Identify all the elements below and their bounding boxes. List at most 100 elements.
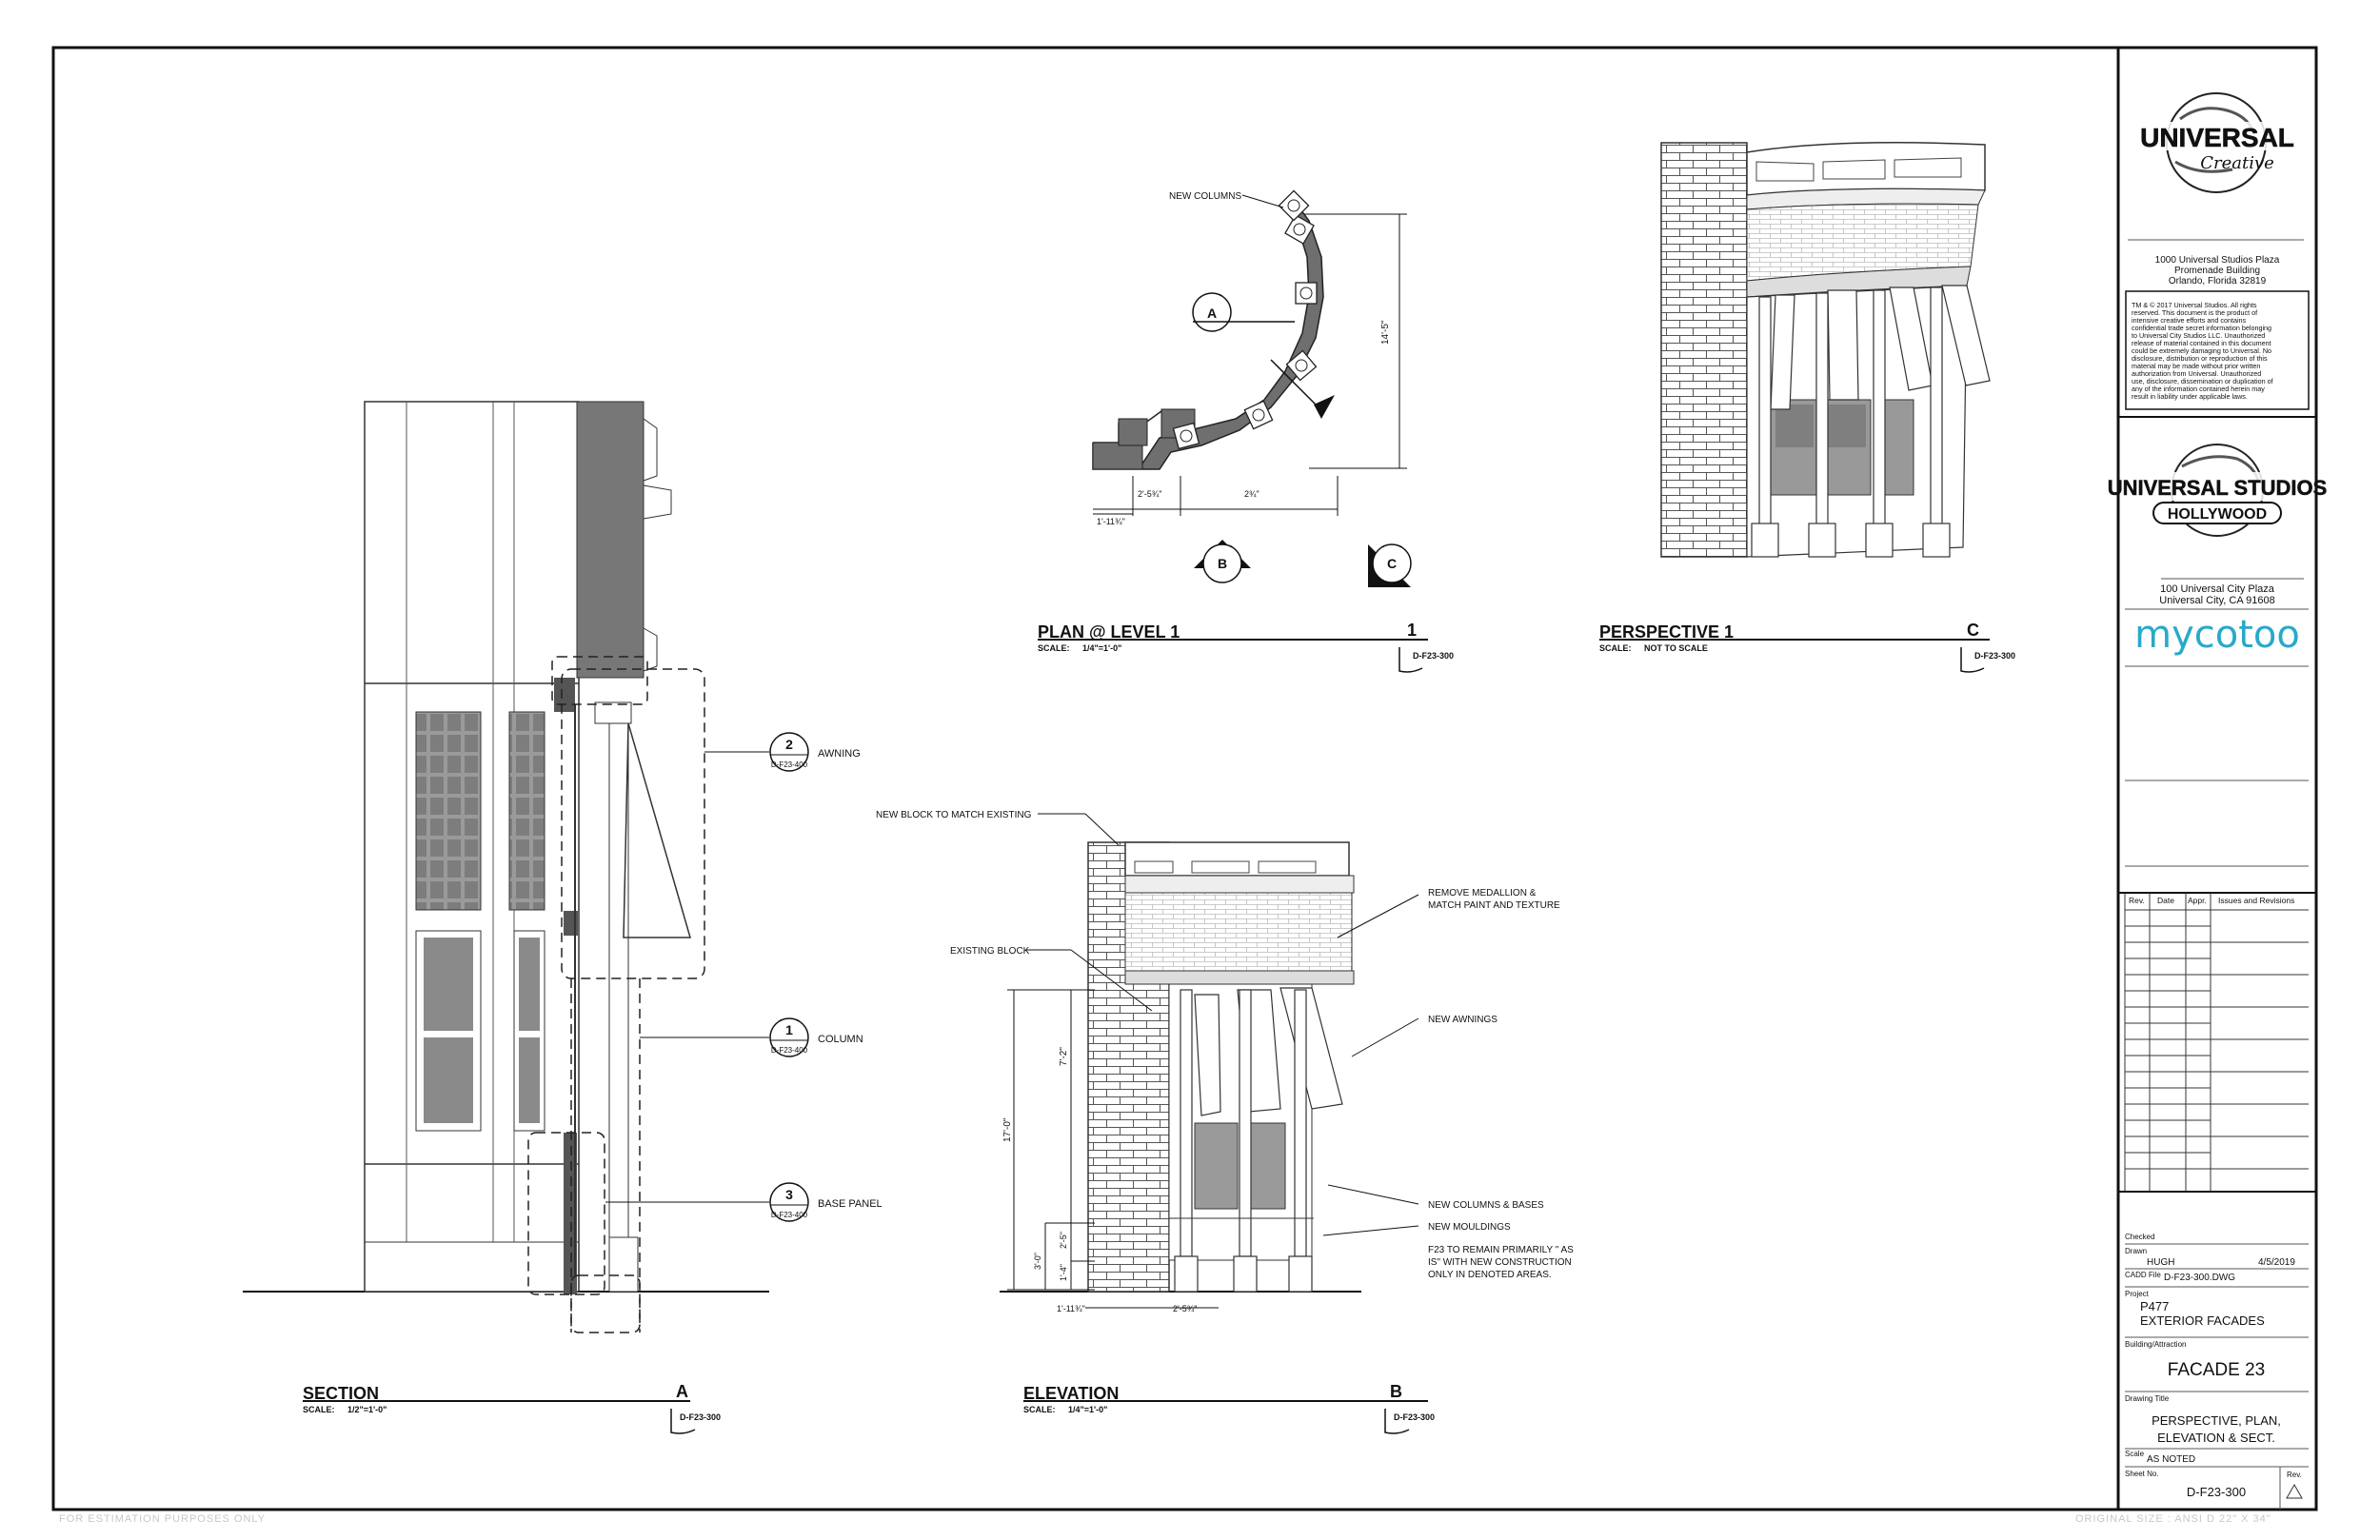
svg-text:3'-0": 3'-0" [1033, 1253, 1042, 1270]
svg-text:any of the information contain: any of the information contained herein … [2132, 385, 2265, 393]
svg-text:D-F23-300: D-F23-300 [1413, 651, 1454, 661]
svg-text:2'-5¾": 2'-5¾" [1173, 1304, 1197, 1313]
svg-text:Checked: Checked [2125, 1233, 2155, 1241]
perspective-title: PERSPECTIVE 1 SCALE: NOT TO SCALE C D-F2… [1599, 621, 2015, 673]
svg-text:Date: Date [2157, 896, 2174, 905]
svg-text:Appr.: Appr. [2188, 896, 2207, 905]
svg-text:Promenade Building: Promenade Building [2174, 266, 2260, 276]
svg-text:NOT TO SCALE: NOT TO SCALE [1644, 643, 1708, 653]
svg-text:PERSPECTIVE, PLAN,: PERSPECTIVE, PLAN, [2152, 1413, 2281, 1428]
revision-table: Rev. Date Appr. Issues and Revisions [2118, 892, 2316, 1193]
callout-awning: 2 D-F23-400 AWNING [769, 732, 861, 772]
plan-title: PLAN @ LEVEL 1 SCALE: 1/4"=1'-0" 1 D-F23… [1038, 621, 1454, 673]
svg-text:4/5/2019: 4/5/2019 [2258, 1257, 2295, 1268]
svg-text:ONLY IN DENOTED AREAS.: ONLY IN DENOTED AREAS. [1428, 1270, 1552, 1280]
svg-text:SCALE:: SCALE: [1038, 643, 1070, 653]
svg-text:Rev.: Rev. [2287, 1471, 2302, 1479]
svg-text:PERSPECTIVE 1: PERSPECTIVE 1 [1599, 622, 1734, 642]
svg-text:CADD File: CADD File [2125, 1271, 2161, 1279]
svg-text:PLAN @ LEVEL 1: PLAN @ LEVEL 1 [1038, 622, 1180, 642]
legal-notice: TM & © 2017 Universal Studios. All right… [2132, 301, 2273, 401]
svg-text:Issues and Revisions: Issues and Revisions [2218, 896, 2294, 905]
svg-text:1/4"=1'-0": 1/4"=1'-0" [1068, 1405, 1107, 1414]
svg-text:NEW AWNINGS: NEW AWNINGS [1428, 1015, 1497, 1025]
svg-text:F23 TO REMAIN PRIMARILY " AS: F23 TO REMAIN PRIMARILY " AS [1428, 1245, 1574, 1255]
svg-text:Project: Project [2125, 1290, 2150, 1298]
callout-column: 1 D-F23-400 COLUMN [769, 1017, 863, 1057]
svg-text:result in liability under appl: result in liability under applicable law… [2132, 392, 2248, 401]
plan-view: A NEW COLUMNS 14'-5" 2'-5¾" 2¾" 1'-11¾" … [1092, 189, 1412, 587]
svg-text:A: A [1207, 306, 1217, 321]
svg-text:UNIVERSAL STUDIOS: UNIVERSAL STUDIOS [2108, 476, 2328, 500]
svg-text:14'-5": 14'-5" [1380, 320, 1391, 345]
elevation-notes: NEW BLOCK TO MATCH EXISTING EXISTING BLO… [876, 810, 1574, 1280]
svg-text:D-F23-300: D-F23-300 [2187, 1485, 2246, 1499]
svg-text:release of material contained: release of material contained in this do… [2132, 339, 2271, 347]
section-title: SECTION SCALE: 1/2"=1'-0" A D-F23-300 [303, 1382, 721, 1434]
svg-text:EXTERIOR FACADES: EXTERIOR FACADES [2140, 1313, 2265, 1328]
svg-text:D-F23-400: D-F23-400 [771, 1211, 808, 1219]
svg-text:TM & © 2017 Universal Studios.: TM & © 2017 Universal Studios. All right… [2132, 301, 2257, 309]
svg-text:UNIVERSAL: UNIVERSAL [2140, 123, 2294, 152]
svg-text:ELEVATION: ELEVATION [1023, 1384, 1119, 1403]
svg-text:C: C [1967, 621, 1979, 640]
elevation-title: ELEVATION SCALE: 1/4"=1'-0" B D-F23-300 [1023, 1382, 1435, 1434]
svg-text:SCALE:: SCALE: [1023, 1405, 1056, 1414]
svg-text:SECTION: SECTION [303, 1384, 379, 1403]
svg-text:FACADE 23: FACADE 23 [2168, 1360, 2265, 1380]
svg-text:D-F23-300.DWG: D-F23-300.DWG [2164, 1273, 2235, 1283]
svg-text:D-F23-300: D-F23-300 [1394, 1412, 1435, 1422]
title-block: UNIVERSAL Creative 1000 Universal Studio… [2107, 92, 2328, 1510]
svg-text:7'-2": 7'-2" [1059, 1047, 1069, 1066]
svg-text:1: 1 [1407, 621, 1417, 640]
svg-text:HOLLYWOOD: HOLLYWOOD [2168, 506, 2267, 523]
sheet-border [51, 46, 2318, 1511]
svg-text:AS NOTED: AS NOTED [2147, 1454, 2195, 1465]
svg-text:confidential trade secret info: confidential trade secret information be… [2132, 324, 2271, 332]
svg-text:EXISTING BLOCK: EXISTING BLOCK [950, 946, 1030, 957]
svg-text:P477: P477 [2140, 1299, 2169, 1313]
svg-text:ELEVATION & SECT.: ELEVATION & SECT. [2157, 1431, 2275, 1445]
callout-base-panel: 3 D-F23-400 BASE PANEL [769, 1182, 883, 1222]
svg-text:BASE PANEL: BASE PANEL [818, 1198, 883, 1210]
svg-text:1/4"=1'-0": 1/4"=1'-0" [1082, 643, 1121, 653]
svg-text:Universal City, CA 91608: Universal City, CA 91608 [2159, 595, 2274, 606]
svg-text:could be extremely damaging to: could be extremely damaging to Universal… [2132, 346, 2271, 355]
svg-text:2¾": 2¾" [1244, 489, 1259, 499]
svg-text:MATCH PAINT AND TEXTURE: MATCH PAINT AND TEXTURE [1428, 900, 1560, 911]
universal-creative-logo: UNIVERSAL Creative [2128, 92, 2307, 193]
perspective-view [1660, 142, 1991, 558]
svg-text:B: B [1390, 1382, 1402, 1401]
svg-text:use, disclosure, dissemination: use, disclosure, dissemination or duplic… [2132, 377, 2273, 385]
svg-text:Sheet No.: Sheet No. [2125, 1470, 2159, 1478]
svg-text:3: 3 [785, 1187, 793, 1202]
elevation-view: 17'-0" 7'-2" 3'-0" 2'-5" 1'-4" 1'-11¾" 2… [1000, 813, 1419, 1313]
svg-text:B: B [1218, 556, 1227, 571]
svg-text:NEW COLUMNS & BASES: NEW COLUMNS & BASES [1428, 1200, 1544, 1211]
svg-text:1'-4": 1'-4" [1059, 1264, 1068, 1281]
svg-text:Drawn: Drawn [2125, 1247, 2147, 1255]
svg-text:1: 1 [785, 1022, 793, 1037]
svg-text:Creative: Creative [2200, 153, 2274, 173]
svg-text:NEW BLOCK TO MATCH EXISTING: NEW BLOCK TO MATCH EXISTING [876, 810, 1032, 820]
svg-text:2'-5¾": 2'-5¾" [1138, 489, 1161, 499]
svg-text:intensive creative efforts and: intensive creative efforts and contains [2132, 316, 2247, 325]
svg-text:2: 2 [785, 737, 793, 752]
svg-text:Scale: Scale [2125, 1450, 2145, 1458]
svg-text:HUGH: HUGH [2147, 1257, 2174, 1268]
svg-text:D-F23-400: D-F23-400 [771, 1046, 808, 1055]
svg-text:Drawing Title: Drawing Title [2125, 1394, 2170, 1403]
svg-text:C: C [1387, 556, 1397, 571]
svg-text:100 Universal City Plaza: 100 Universal City Plaza [2160, 583, 2275, 595]
original-size-note: ORIGINAL SIZE : ANSI D 22" X 34" [2075, 1513, 2271, 1525]
estimation-note: FOR ESTIMATION PURPOSES ONLY [59, 1513, 267, 1525]
svg-text:Orlando, Florida 32819: Orlando, Florida 32819 [2169, 276, 2267, 286]
svg-text:Building/Attraction: Building/Attraction [2125, 1340, 2186, 1349]
revision-triangle-icon [2286, 1483, 2303, 1499]
svg-text:A: A [676, 1382, 688, 1401]
universal-studios-hollywood-logo: UNIVERSAL STUDIOS HOLLYWOOD [2107, 444, 2328, 537]
svg-text:disclosure, distribution or re: disclosure, distribution or reproduction… [2132, 354, 2268, 363]
svg-text:1/2"=1'-0": 1/2"=1'-0" [347, 1405, 387, 1414]
svg-text:NEW COLUMNS: NEW COLUMNS [1169, 191, 1241, 202]
svg-text:D-F23-400: D-F23-400 [771, 760, 808, 769]
